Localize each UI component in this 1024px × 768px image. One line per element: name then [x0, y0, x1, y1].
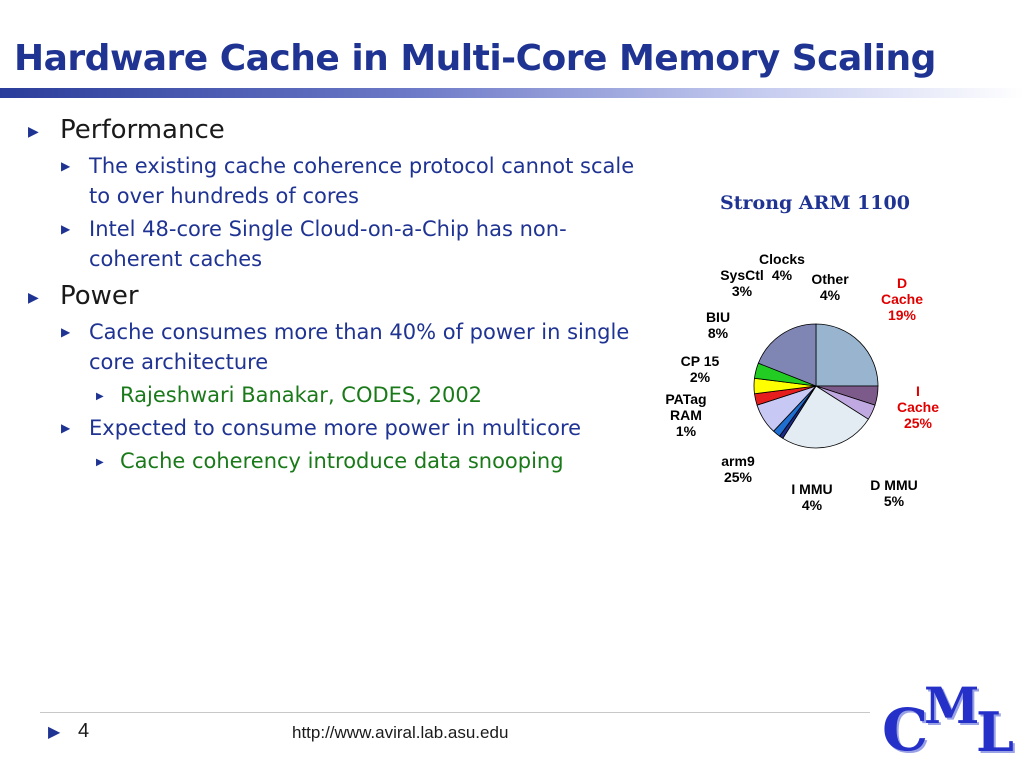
bullet-arrow-icon: ▶ [61, 421, 71, 435]
bullet-cache-consumes: ▶ Cache consumes more than 40% of power i… [28, 317, 638, 377]
bullet-arrow-icon: ▶ [61, 222, 71, 236]
bullet-text: Power [60, 281, 139, 311]
pie-slice [757, 323, 817, 387]
bullet-citation: ▶ Rajeshwari Banakar, CODES, 2002 [28, 380, 638, 410]
pie-slice [815, 323, 879, 387]
footer-arrow-icon: ▶ [48, 722, 61, 741]
bullet-multicore-power: ▶ Expected to consume more power in multi… [28, 413, 638, 443]
chart-title: Strong ARM 1100 [720, 192, 910, 214]
bullet-text: The existing cache coherence protocol ca… [89, 154, 635, 208]
pie-slice [782, 385, 869, 449]
bullet-text: Rajeshwari Banakar, CODES, 2002 [120, 383, 483, 407]
bullet-list: ▶ Performance ▶ The existing cache coheren… [28, 108, 638, 476]
bullet-text: Cache consumes more than 40% of power in… [89, 320, 630, 374]
bullet-text: Intel 48-core Single Cloud-on-a-Chip has… [89, 217, 567, 271]
bullet-arrow-icon: ▶ [28, 290, 39, 306]
bullet-text: Performance [60, 115, 225, 145]
bullet-arrow-icon: ▶ [96, 391, 104, 402]
logo-letter-l: L [976, 700, 1014, 764]
bullet-arrow-icon: ▶ [61, 325, 71, 339]
bullet-power: ▶ Power [28, 278, 638, 314]
cml-logo: C M L [880, 676, 1020, 766]
bullet-arrow-icon: ▶ [96, 457, 104, 468]
bullet-arrow-icon: ▶ [28, 124, 39, 140]
bullet-data-snooping: ▶ Cache coherency introduce data snooping [28, 446, 638, 476]
slide-title: Hardware Cache in Multi-Core Memory Scal… [14, 38, 936, 79]
page-number: 4 [78, 720, 90, 742]
footer-rule [40, 712, 870, 713]
bullet-coherence-protocol: ▶ The existing cache coherence protocol c… [28, 151, 638, 211]
logo-letter-m: M [924, 676, 980, 735]
bullet-text: Expected to consume more power in multic… [89, 416, 582, 440]
footer-url: http://www.aviral.lab.asu.edu [292, 723, 509, 742]
title-underline [0, 88, 1024, 98]
logo-letter-c: C [882, 696, 929, 764]
bullet-text: Cache coherency introduce data snooping [120, 449, 564, 473]
bullet-intel-48-core: ▶ Intel 48-core Single Cloud-on-a-Chip ha… [28, 214, 638, 274]
bullet-performance: ▶ Performance [28, 112, 638, 148]
bullet-arrow-icon: ▶ [61, 159, 71, 173]
